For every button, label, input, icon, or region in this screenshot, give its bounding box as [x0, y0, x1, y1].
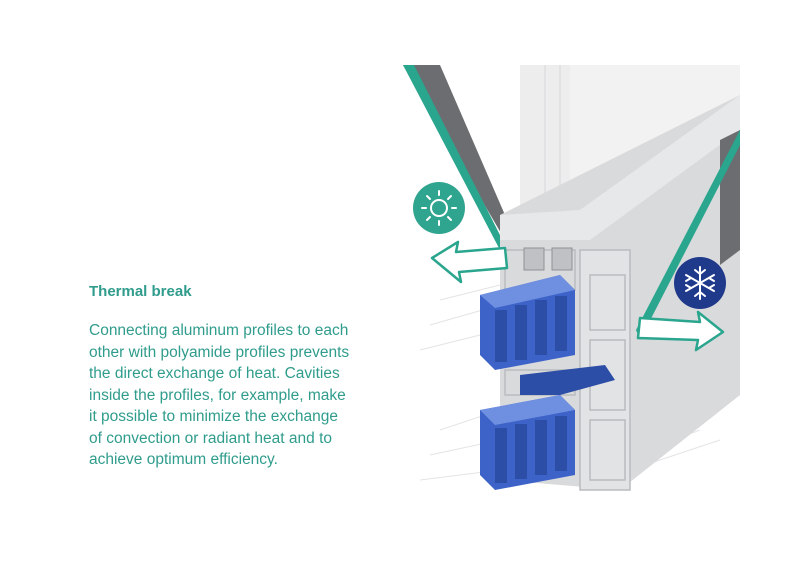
polyamide-profile-upper	[480, 275, 575, 370]
description-line: inside the profiles, for example, make	[89, 386, 346, 404]
description: Connecting aluminum profiles to each oth…	[89, 320, 399, 471]
inner-glass-panel	[636, 130, 740, 340]
window-profile-illustration	[403, 65, 740, 491]
description-line: Connecting aluminum profiles to each	[89, 322, 349, 339]
heat-arrow-left	[430, 240, 509, 284]
snowflake-icon	[674, 257, 726, 309]
text-panel: Thermal break Connecting aluminum profil…	[89, 283, 399, 471]
sun-icon	[413, 182, 465, 234]
description-line: achieve optimum efficiency.	[89, 451, 278, 468]
polyamide-profile-lower	[480, 365, 615, 490]
description-line: it possible to minimize the exchange	[89, 408, 338, 425]
heat-arrow-right	[636, 310, 725, 352]
heading: Thermal break	[89, 283, 192, 300]
gaskets	[523, 247, 573, 271]
outer-glass-panel	[403, 65, 505, 250]
description-line: the direct exchange of heat. Cavities	[89, 365, 340, 382]
description-line: other with polyamide profiles prevents	[89, 343, 350, 361]
description-line: of convection or radiant heat and to	[89, 429, 332, 447]
